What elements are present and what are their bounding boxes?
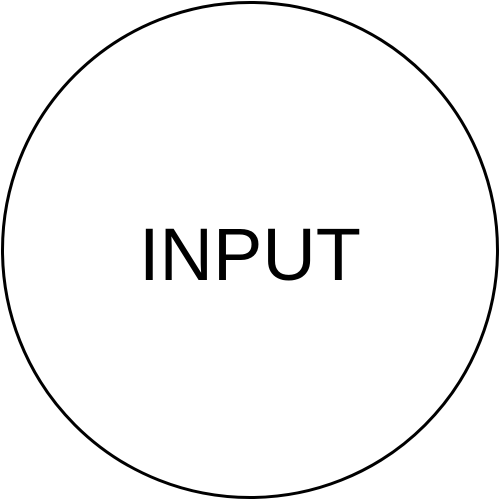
input-node-label: INPUT [139, 213, 361, 296]
